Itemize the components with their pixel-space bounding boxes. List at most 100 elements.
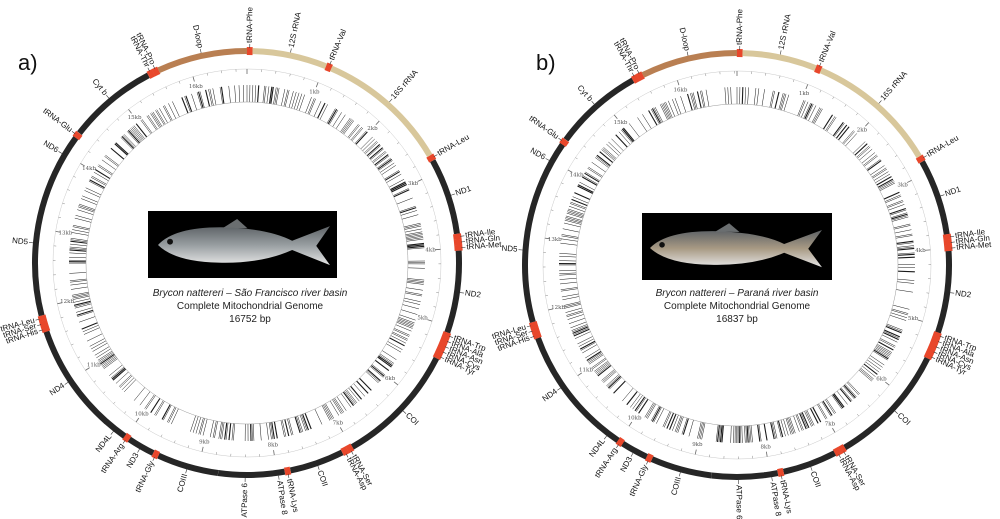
barcode-line xyxy=(225,422,229,440)
gene-arc-trna-ser xyxy=(530,326,541,335)
barcode-line xyxy=(651,108,661,124)
barcode-line xyxy=(571,198,588,207)
barcode-line xyxy=(344,391,355,405)
gene-arc-trna-ala xyxy=(439,336,450,345)
barcode-line xyxy=(398,316,415,324)
barcode-line xyxy=(69,246,87,249)
barcode-line xyxy=(602,370,616,382)
scale-tick xyxy=(135,417,140,423)
barcode-line xyxy=(371,364,386,376)
barcode-line xyxy=(146,115,157,131)
gene-arc-coi xyxy=(350,356,440,450)
barcode-line xyxy=(773,421,778,439)
gene-arc-trna-ser xyxy=(837,444,847,454)
gene-arc-trna-gly xyxy=(151,449,161,460)
barcode-line xyxy=(171,408,179,425)
gene-label-16s-rrna: 16S rRNA xyxy=(878,69,909,102)
kb-label-9kb: 9kb xyxy=(692,442,703,448)
kb-label-7kb: 7kb xyxy=(825,421,836,427)
gene-tick-trna-thr xyxy=(147,67,150,72)
barcode-line xyxy=(560,287,578,290)
barcode-line xyxy=(78,203,96,210)
barcode-line xyxy=(611,138,624,152)
barcode-line xyxy=(567,211,584,218)
barcode-line xyxy=(571,324,588,331)
kb-label-6kb: 6kb xyxy=(876,377,887,383)
barcode-line xyxy=(750,425,753,443)
scale-tick xyxy=(902,167,905,170)
barcode-line xyxy=(403,222,421,228)
barcode-line xyxy=(883,191,900,200)
barcode-line xyxy=(293,92,300,110)
caption-species-b: Brycon nattereri – Paraná river basin xyxy=(656,288,819,299)
barcode-line xyxy=(615,134,628,148)
barcode-line xyxy=(212,420,217,438)
barcode-line xyxy=(897,281,915,284)
barcode-line xyxy=(374,154,389,166)
barcode-line xyxy=(231,423,234,441)
barcode-line xyxy=(778,93,784,110)
scale-tick xyxy=(865,122,870,127)
barcode-line xyxy=(889,207,906,215)
gene-label-trna-val: tRNA-Val xyxy=(327,28,348,62)
barcode-line xyxy=(801,101,809,118)
barcode-line xyxy=(254,85,257,103)
gene-arc-trna-leu xyxy=(37,314,47,323)
kb-label-16kb: 16kb xyxy=(674,87,688,93)
barcode-line xyxy=(885,195,902,204)
gene-arc-atpase-8 xyxy=(271,468,286,477)
gene-arc-nd5 xyxy=(522,178,546,323)
gene-tick-trna-ile xyxy=(950,235,955,238)
barcode-line xyxy=(395,324,412,332)
barcode-line xyxy=(405,232,423,237)
barcode-line xyxy=(595,363,610,374)
scale-tick xyxy=(894,155,898,157)
gene-arc-trna-asn xyxy=(928,341,938,350)
gene-arc-trna-trp xyxy=(932,331,942,340)
barcode-line xyxy=(842,130,854,144)
barcode-line xyxy=(100,353,115,365)
scale-tick xyxy=(867,404,870,407)
barcode-line xyxy=(298,94,305,111)
kb-label-2kb: 2kb xyxy=(367,126,378,132)
gene-tick-nd4 xyxy=(64,382,69,385)
gene-tick-16s-rrna xyxy=(878,100,882,104)
barcode-line xyxy=(746,425,749,443)
gene-label-cyt-b: Cyt b xyxy=(91,77,110,98)
barcode-line xyxy=(336,396,347,411)
barcode-line xyxy=(660,104,668,120)
barcode-line xyxy=(140,119,152,134)
barcode-line xyxy=(889,315,907,321)
barcode-line xyxy=(101,356,117,367)
barcode-line xyxy=(280,420,285,438)
barcode-line xyxy=(101,159,116,170)
scale-tick xyxy=(387,131,390,134)
barcode-line xyxy=(656,408,665,424)
barcode-line xyxy=(781,93,787,111)
barcode-line xyxy=(638,398,649,414)
gene-arc-trna-thr xyxy=(630,73,640,84)
barcode-line xyxy=(601,369,615,381)
kb-label-8kb: 8kb xyxy=(268,443,279,449)
barcode-line xyxy=(883,331,900,339)
barcode-line xyxy=(621,128,634,143)
barcode-line xyxy=(396,197,413,205)
barcode-line xyxy=(587,352,602,362)
barcode-line xyxy=(99,353,114,363)
scale-tick xyxy=(58,216,61,218)
kb-label-8kb: 8kb xyxy=(760,444,771,450)
scale-tick xyxy=(328,436,331,439)
barcode-line xyxy=(893,223,911,229)
panel-a-letter: a) xyxy=(18,50,38,75)
scale-tick xyxy=(192,76,195,82)
gene-arc-coii xyxy=(289,449,344,474)
barcode-line xyxy=(860,367,874,380)
barcode-line xyxy=(570,321,587,329)
scale-tick xyxy=(844,104,847,107)
gene-label-coii: COII xyxy=(316,469,330,488)
barcode-line xyxy=(586,350,602,361)
barcode-line xyxy=(607,375,620,388)
barcode-line xyxy=(857,146,871,159)
barcode-line xyxy=(632,395,643,410)
scale-tick xyxy=(575,157,578,160)
